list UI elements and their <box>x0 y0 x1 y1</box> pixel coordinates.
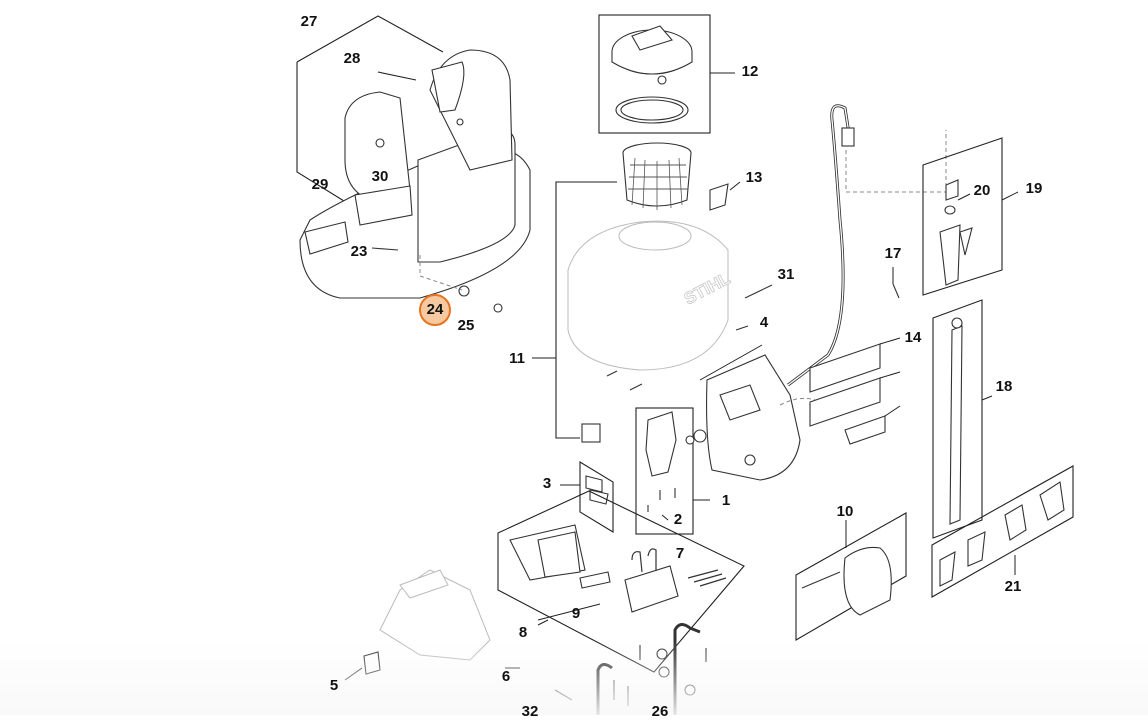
callout-11[interactable]: 11 <box>509 350 525 367</box>
callout-1[interactable]: 1 <box>721 492 731 509</box>
pump-group <box>635 407 710 535</box>
callout-4[interactable]: 4 <box>759 314 769 331</box>
callout-9[interactable]: 9 <box>571 605 581 622</box>
callout-24-highlighted[interactable]: 24 <box>419 294 451 326</box>
callout-13[interactable]: 13 <box>745 169 763 186</box>
electronics-group <box>497 490 745 673</box>
harness-group <box>296 15 531 313</box>
callout-30[interactable]: 30 <box>371 168 389 185</box>
callout-10[interactable]: 10 <box>836 503 854 520</box>
callout-31[interactable]: 31 <box>777 266 795 283</box>
callout-27[interactable]: 27 <box>300 13 318 30</box>
callout-32[interactable]: 32 <box>521 703 539 720</box>
callout-19[interactable]: 19 <box>1025 180 1043 197</box>
lance-group <box>922 137 1074 598</box>
callout-6[interactable]: 6 <box>501 668 511 685</box>
hose-group <box>693 104 947 481</box>
callout-28[interactable]: 28 <box>343 50 361 67</box>
callout-7[interactable]: 7 <box>675 545 685 562</box>
callout-8[interactable]: 8 <box>518 624 528 641</box>
callout-21[interactable]: 21 <box>1004 578 1022 595</box>
callout-23[interactable]: 23 <box>350 243 368 260</box>
tank-group: STIHL <box>532 142 773 443</box>
callout-12[interactable]: 12 <box>741 63 759 80</box>
callout-5[interactable]: 5 <box>329 677 339 694</box>
frame-group <box>344 569 491 681</box>
callout-2[interactable]: 2 <box>673 511 683 528</box>
callout-14[interactable]: 14 <box>904 329 922 346</box>
callout-26[interactable]: 26 <box>651 703 669 720</box>
callout-25[interactable]: 25 <box>457 317 475 334</box>
callout-29[interactable]: 29 <box>311 176 329 193</box>
callout-20[interactable]: 20 <box>973 182 991 199</box>
clip-group <box>560 461 614 533</box>
tank-cap-group <box>598 14 735 134</box>
grip-group <box>795 512 907 641</box>
callout-3[interactable]: 3 <box>542 475 552 492</box>
callout-18[interactable]: 18 <box>995 378 1013 395</box>
callout-17[interactable]: 17 <box>884 245 902 262</box>
